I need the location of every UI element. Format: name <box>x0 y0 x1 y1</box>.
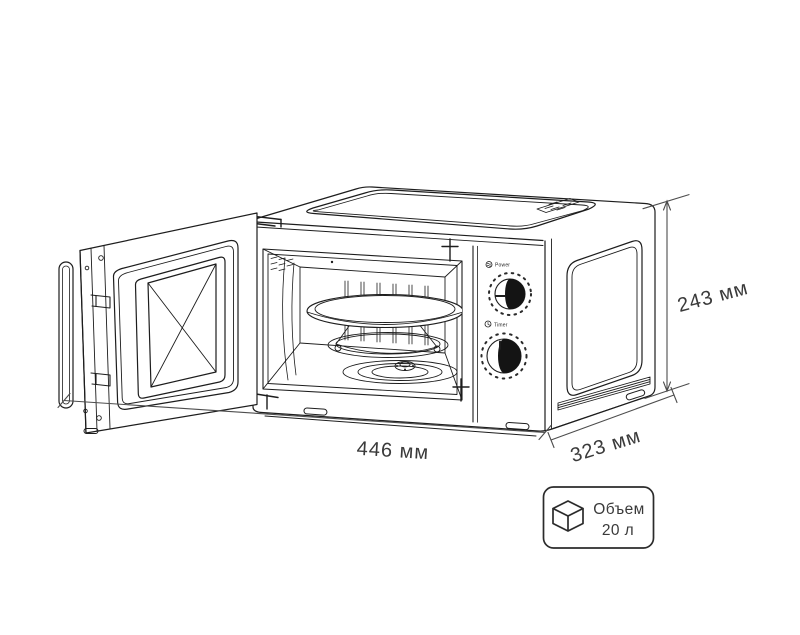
timer-knob-label: Timer <box>494 322 508 328</box>
volume-badge-title: Объем <box>593 501 644 518</box>
dim-tick <box>57 392 71 409</box>
dim-tick <box>547 431 555 449</box>
door-foot <box>83 428 99 434</box>
top-vent-grille <box>536 198 580 213</box>
volume-badge-value: 20 л <box>602 522 634 539</box>
oven-door <box>58 212 258 434</box>
dim-tick <box>538 424 552 441</box>
dimension-width: 446 мм <box>57 392 552 464</box>
top-panel-outer <box>306 189 596 230</box>
timer-knob: Timer <box>480 320 528 380</box>
door-hinges <box>90 294 111 387</box>
top-front-edge <box>255 221 544 242</box>
power-knob-label: Power <box>495 263 510 269</box>
glass-cross-line-2 <box>150 263 217 388</box>
side-vent-bar <box>557 376 651 411</box>
timer-icon <box>484 320 492 328</box>
cavity-vent-hatch <box>270 256 294 271</box>
floor-rings <box>342 360 458 384</box>
dim-arrow-top <box>662 199 672 211</box>
dim-arrow-bottom <box>662 381 672 393</box>
dimension-depth-label: 323 мм <box>568 425 644 467</box>
cavity-interior <box>263 249 462 400</box>
power-knob: Power <box>485 261 532 316</box>
door-screws <box>83 255 104 421</box>
control-panel: Power Timer <box>472 245 532 423</box>
side-panel-inner <box>571 246 638 391</box>
dimension-width-label: 446 мм <box>356 438 430 464</box>
cube-icon <box>552 500 584 532</box>
top-panel-inner <box>312 192 589 227</box>
cavity <box>246 214 470 410</box>
cavity-opening-inner <box>267 253 458 395</box>
side-panel-outer <box>566 240 643 396</box>
door-window <box>134 256 226 399</box>
power-icon <box>485 261 493 268</box>
door-latch-brackets <box>441 238 470 402</box>
base-and-feet <box>264 389 646 437</box>
door-edge-strip <box>90 247 98 432</box>
dimension-height: 243 мм <box>642 194 751 399</box>
dim-tick <box>670 386 678 404</box>
volume-badge: Объем 20 л <box>542 486 655 549</box>
turntable-plate <box>306 293 462 329</box>
top-front-edge-2 <box>255 226 544 246</box>
door-handle <box>58 261 74 409</box>
dimension-height-label: 243 мм <box>675 277 751 317</box>
door-inner-frame <box>112 239 239 410</box>
